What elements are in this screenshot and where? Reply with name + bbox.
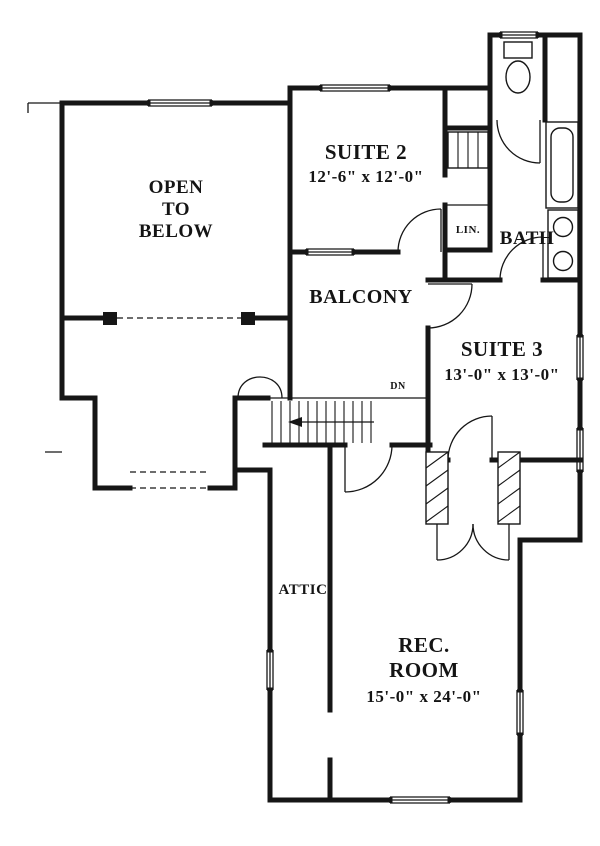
rec-room-label-line2: ROOM bbox=[389, 658, 459, 682]
balcony-label: BALCONY bbox=[309, 286, 413, 308]
linen-label: LIN. bbox=[456, 224, 480, 236]
walls-group bbox=[59, 32, 583, 803]
vanity-sinks-icon bbox=[547, 209, 579, 279]
fixtures-group bbox=[447, 41, 579, 279]
rec-room-dims: 15'-0" x 24'-0" bbox=[366, 687, 481, 706]
labels-group: OPEN TO BELOW SUITE 2 12'-6" x 12'-0" BA… bbox=[139, 140, 559, 706]
open-to-below-label-line2: TO bbox=[162, 199, 190, 220]
linen-shelves-icon bbox=[447, 131, 489, 169]
open-to-below-label-line1: OPEN bbox=[149, 177, 204, 198]
bath-label: BATH bbox=[500, 228, 554, 249]
attic-label: ATTIC bbox=[279, 582, 328, 598]
suite2-label: SUITE 2 bbox=[325, 140, 407, 164]
stairs-arrowhead-icon bbox=[288, 417, 302, 427]
doors-group bbox=[344, 119, 544, 561]
suite3-label: SUITE 3 bbox=[461, 337, 543, 361]
detail-lines-group bbox=[27, 102, 62, 453]
hatched-jambs-group bbox=[425, 451, 521, 525]
rec-room-label-line1: REC. bbox=[398, 633, 450, 657]
stairs-group bbox=[237, 376, 428, 443]
open-to-below-label-line3: BELOW bbox=[139, 221, 213, 242]
windows-group bbox=[147, 31, 584, 804]
toilet-icon bbox=[503, 41, 533, 94]
bathtub-icon bbox=[545, 121, 579, 209]
railing-group bbox=[59, 312, 293, 489]
stairs-dn-label: DN bbox=[390, 381, 406, 392]
stair-rail-curve bbox=[237, 376, 283, 399]
suite3-dims: 13'-0" x 13'-0" bbox=[444, 365, 559, 384]
suite2-dims: 12'-6" x 12'-0" bbox=[308, 167, 423, 186]
